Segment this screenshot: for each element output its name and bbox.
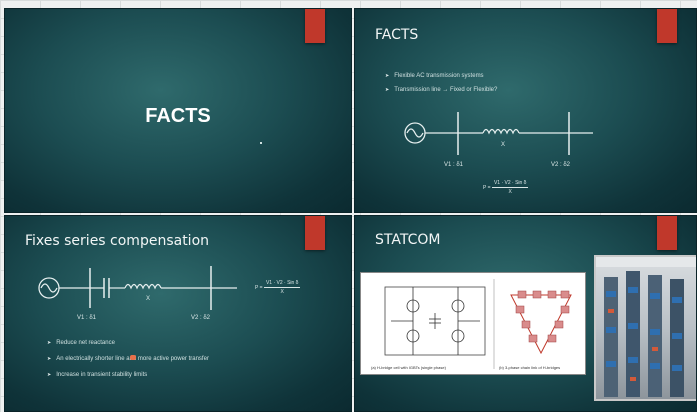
bullet-item: ➤Transmission line → Fixed or Flexible? bbox=[385, 87, 498, 93]
formula-numerator: V1 · V2 · Sin δ bbox=[491, 180, 529, 188]
pointer-marker bbox=[130, 355, 136, 360]
slide-title: STATCOM bbox=[375, 232, 441, 248]
formula-lhs: P = bbox=[483, 184, 491, 191]
slide-title: FACTS bbox=[145, 105, 211, 127]
inductor-icon bbox=[124, 283, 162, 290]
bullet-item: ➤Flexible AC transmission systems bbox=[385, 73, 484, 79]
bullet-arrow-icon: ➤ bbox=[47, 372, 52, 378]
slide-3[interactable]: Fixes series compensation X V1 : δ1 V2 :… bbox=[4, 215, 352, 412]
equipment-rack-image bbox=[596, 257, 696, 397]
capacitor-icon bbox=[103, 278, 110, 298]
reactance-label: X bbox=[146, 296, 151, 302]
formula-denominator: X bbox=[280, 289, 284, 295]
reactance-label: X bbox=[501, 142, 506, 148]
sending-voltage-label: V1 : δ1 bbox=[444, 162, 464, 168]
sine-in-circle-icon bbox=[38, 277, 60, 299]
accent-tab bbox=[657, 9, 677, 43]
statcom-hardware-photo bbox=[594, 255, 696, 401]
hbridge-schematic bbox=[384, 279, 572, 369]
bullet-list: ➤Flexible AC transmission systems ➤Trans… bbox=[385, 69, 497, 97]
bullet-arrow-icon: ➤ bbox=[385, 87, 390, 93]
bullet-item: ➤Reduce net reactance bbox=[47, 340, 115, 346]
slide-title: Fixes series compensation bbox=[25, 233, 210, 249]
formula-lhs: P = bbox=[255, 284, 263, 291]
bullet-arrow-icon: ➤ bbox=[47, 356, 52, 362]
formula-numerator: V1 · V2 · Sin δ bbox=[263, 280, 301, 288]
slide-2[interactable]: FACTS ➤Flexible AC transmission systems … bbox=[354, 8, 697, 213]
accent-tab bbox=[305, 216, 325, 250]
series-compensation-diagram bbox=[38, 266, 237, 310]
accent-tab bbox=[657, 216, 677, 250]
formula-denominator: X bbox=[508, 189, 512, 195]
caption-hbridge: (a) H-bridge cell with IGBTs (single pha… bbox=[371, 365, 446, 370]
sending-voltage-label: V1 : δ1 bbox=[77, 315, 97, 321]
slide-title: FACTS bbox=[375, 27, 419, 43]
bullet-arrow-icon: ➤ bbox=[385, 73, 390, 79]
bullet-arrow-icon: ➤ bbox=[47, 340, 52, 346]
receiving-voltage-label: V2 : δ2 bbox=[551, 162, 571, 168]
bullet-item: ➤Increase in transient stability limits bbox=[47, 372, 148, 378]
accent-tab bbox=[305, 9, 325, 43]
sine-in-circle-icon bbox=[404, 122, 426, 144]
bullet-item: ➤An electrically shorter line and more a… bbox=[47, 356, 209, 362]
inductor-icon bbox=[482, 128, 520, 135]
slide-1[interactable]: FACTS bbox=[4, 8, 352, 213]
caption-chainlink: (b) 3-phase chain link of H-bridges bbox=[499, 365, 561, 370]
bullet-list: ➤Reduce net reactance ➤An electrically s… bbox=[47, 335, 209, 383]
slide-4[interactable]: STATCOM bbox=[354, 215, 697, 412]
receiving-voltage-label: V2 : δ2 bbox=[191, 315, 211, 321]
cursor-dot bbox=[260, 142, 262, 144]
transmission-diagram bbox=[404, 112, 593, 155]
statcom-circuit-figure: (a) H-bridge cell with IGBTs (single pha… bbox=[360, 272, 586, 375]
